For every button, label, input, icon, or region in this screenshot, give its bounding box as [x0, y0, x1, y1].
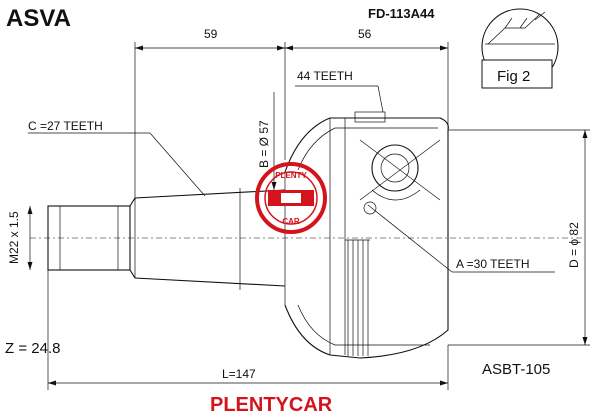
a-teeth-label: A =30 TEETH: [456, 257, 529, 271]
dim-top-right: 56: [358, 27, 372, 41]
shaft: [30, 172, 585, 305]
d-diameter-label: D = ϕ 82: [567, 222, 581, 268]
c-teeth-label: C =27 TEETH: [28, 119, 103, 133]
outer-teeth-label: 44 TEETH: [297, 69, 353, 83]
dim-top-left: 59: [204, 27, 218, 41]
fig-label: Fig 2: [497, 68, 530, 85]
z-value: Z = 24.8: [5, 340, 60, 357]
thread-label: M22 x 1.5: [7, 211, 21, 264]
part-number: FD-113A44: [368, 6, 435, 21]
reference-code: ASBT-105: [482, 361, 550, 378]
fig2-detail: [481, 8, 559, 89]
brand-label: ASVA: [6, 5, 71, 32]
top-dimension-lines: [134, 42, 449, 200]
logo-text-bottom: CAR: [282, 217, 300, 226]
plentycar-logo: PLENTY CAR: [255, 162, 327, 234]
abs-ring: [345, 239, 370, 356]
watermark-text: PLENTYCAR: [210, 394, 333, 416]
housing: [284, 111, 449, 359]
logo-text-top: PLENTY: [275, 171, 307, 180]
b-diameter-label: B = Ø 57: [257, 120, 271, 168]
length-label: L=147: [222, 367, 256, 381]
